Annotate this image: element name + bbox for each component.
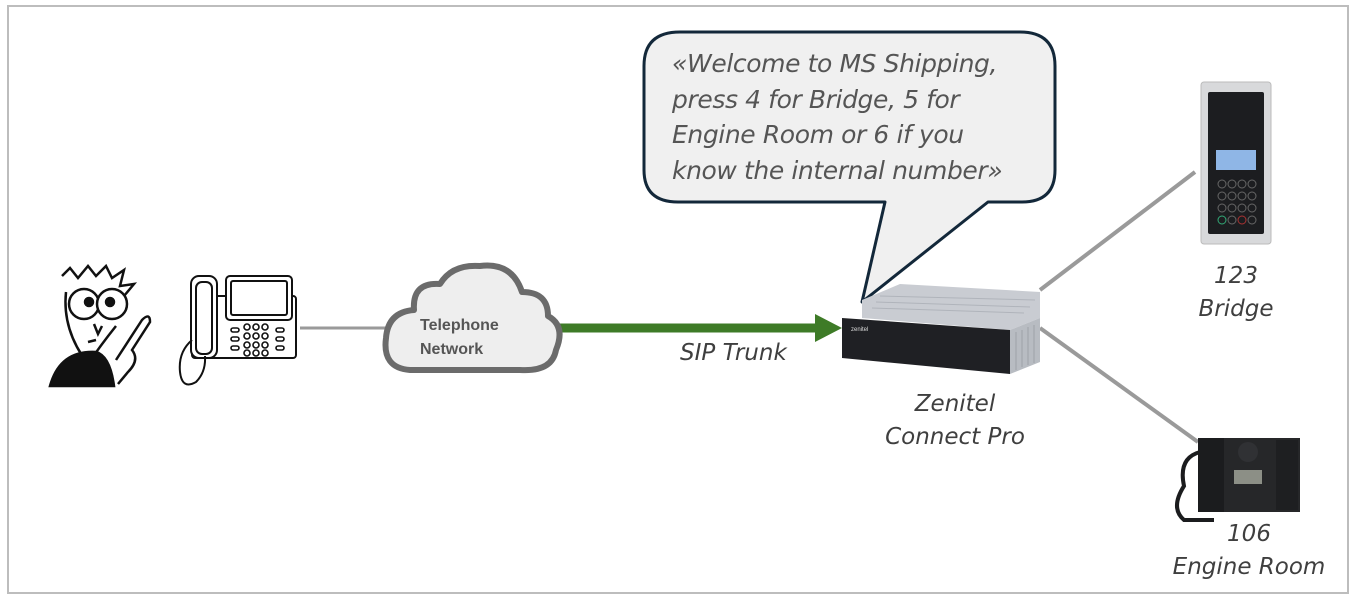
bridge-label: 123 Bridge <box>1186 260 1286 326</box>
cloud-label-line2: Network <box>420 341 484 358</box>
greeting-line: Engine Room or 6 if you <box>672 120 964 149</box>
sip-trunk-label: SIP Trunk <box>680 340 787 366</box>
diagram-frame <box>7 5 1349 594</box>
greeting-line: know the internal number» <box>672 155 1003 185</box>
engine-room-name: Engine Room <box>1172 554 1326 580</box>
intercom-station-icon <box>1175 438 1300 522</box>
bridge-number: 123 <box>1214 263 1258 289</box>
cloud-label: Telephone Network <box>420 314 499 362</box>
speech-bubble <box>642 30 1057 304</box>
server-box-icon: zenitel <box>842 284 1040 374</box>
bridge-name: Bridge <box>1198 296 1274 322</box>
engine-room-number: 106 <box>1227 521 1271 547</box>
desk-phone-icon <box>178 275 297 386</box>
box-to-bridge-line <box>1038 170 1197 292</box>
cartoon-person-icon <box>48 263 152 388</box>
connect-pro-label-line1: Zenitel <box>914 391 996 417</box>
connect-pro-label: Zenitel Connect Pro <box>872 388 1038 454</box>
box-brand-logo: zenitel <box>851 327 868 333</box>
cloud-icon <box>382 262 563 374</box>
box-to-engine-room-line <box>1038 326 1200 444</box>
intercom-panel-icon <box>1200 81 1272 245</box>
greeting-line: «Welcome to MS Shipping, <box>672 49 998 78</box>
ivr-greeting-text: «Welcome to MS Shipping, press 4 for Bri… <box>672 46 1042 188</box>
engine-room-label: 106 Engine Room <box>1164 518 1334 584</box>
connect-pro-label-line2: Connect Pro <box>885 424 1025 450</box>
greeting-line: press 4 for Bridge, 5 for <box>672 84 960 114</box>
sip-trunk-arrow <box>556 314 842 342</box>
cloud-label-line1: Telephone <box>420 317 499 334</box>
